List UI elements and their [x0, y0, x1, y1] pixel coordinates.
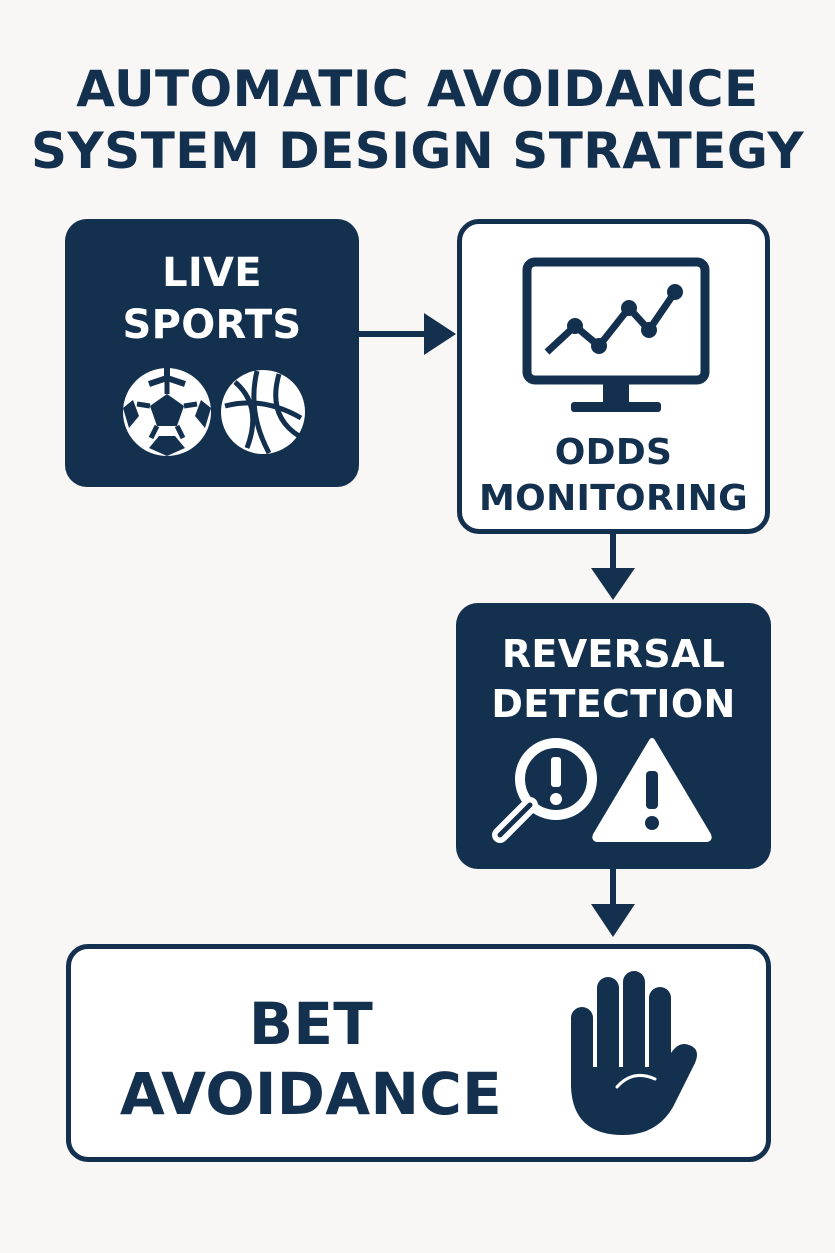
node-bet-avoidance: BET AVOIDANCE [66, 944, 771, 1162]
title-line-2: SYSTEM DESIGN STRATEGY [30, 122, 805, 180]
bet-avoidance-line-1: BET [248, 990, 374, 1058]
stop-hand-icon [571, 971, 697, 1135]
node-reversal-detection-label: REVERSAL DETECTION [456, 629, 771, 729]
reversal-detection-line-1: REVERSAL [501, 632, 726, 676]
node-bet-avoidance-label: BET AVOIDANCE [111, 989, 511, 1129]
live-sports-line-2: SPORTS [122, 302, 302, 348]
monitor-chart-icon [522, 257, 710, 412]
soccer-ball-icon [123, 368, 211, 456]
arrow-reversal-to-bet [591, 869, 635, 937]
odds-monitoring-line-2: MONITORING [479, 478, 748, 519]
basketball-icon [221, 370, 305, 455]
warning-triangle-icon [592, 738, 712, 842]
node-live-sports-label: LIVE SPORTS [65, 247, 359, 351]
reversal-detection-line-2: DETECTION [491, 682, 736, 726]
bet-avoidance-line-2: AVOIDANCE [119, 1060, 503, 1128]
node-reversal-detection: REVERSAL DETECTION [456, 603, 771, 869]
live-sports-line-1: LIVE [162, 250, 262, 296]
node-live-sports: LIVE SPORTS [65, 219, 359, 487]
node-odds-monitoring-label: ODDS MONITORING [462, 430, 765, 522]
node-odds-monitoring: ODDS MONITORING [457, 219, 770, 534]
title-line-1: AUTOMATIC AVOIDANCE [76, 60, 759, 118]
odds-monitoring-line-1: ODDS [554, 432, 673, 473]
magnifier-alert-icon [492, 738, 597, 843]
arrow-live-to-odds [358, 313, 456, 355]
arrow-odds-to-reversal [591, 533, 635, 600]
diagram-title: AUTOMATIC AVOIDANCE SYSTEM DESIGN STRATE… [0, 58, 835, 182]
